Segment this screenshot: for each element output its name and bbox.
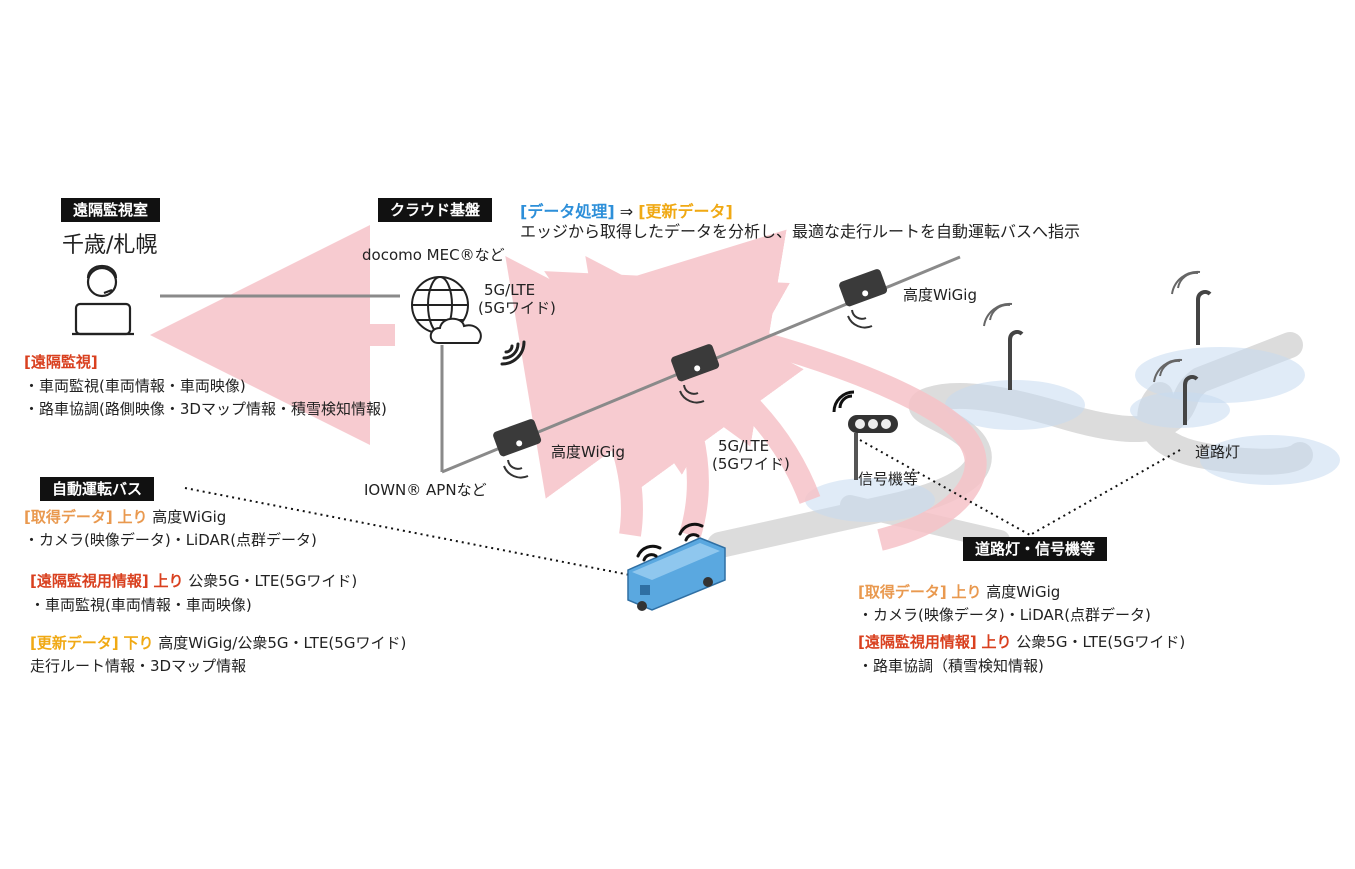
bus-upd-net: 高度WiGig/公衆5G・LTE(5Gワイド) [158, 634, 407, 652]
roadside-acq-net: 高度WiGig [986, 583, 1061, 601]
dotted-connectors [184, 439, 1181, 576]
roadside-mon-line: [遠隔監視用情報] 上り 公衆5G・LTE(5Gワイド) [858, 633, 1185, 651]
bus-upd-line: [更新データ] 下り 高度WiGig/公衆5G・LTE(5Gワイド) [30, 634, 406, 652]
wigig-label-top: 高度WiGig [903, 286, 977, 304]
bus-acq-items: ・カメラ(映像データ)・LiDAR(点群データ) [24, 531, 317, 549]
remote-room-tag: 遠隔監視室 [61, 198, 161, 222]
bus-icon [627, 537, 726, 611]
wifi-icon [636, 522, 704, 562]
operator-icon [72, 264, 134, 336]
roadside-acq-line: [取得データ] 上り 高度WiGig [858, 583, 1060, 601]
bus-acq-label: [取得データ] [24, 508, 113, 526]
wigig-label-bottom: 高度WiGig [551, 443, 625, 461]
signal-label: 信号機等 [858, 470, 919, 488]
roadside-mon-items: ・路車協調（積雪検知情報) [858, 657, 1044, 675]
bus-mon-label: [遠隔監視用情報] [30, 572, 149, 590]
roadside-tag: 道路灯・信号機等 [963, 537, 1108, 561]
roadside-mon-label: [遠隔監視用情報] [858, 633, 977, 651]
bus-acq-net: 高度WiGig [152, 508, 227, 526]
bus-upd-items: 走行ルート情報・3Dマップ情報 [30, 657, 247, 675]
bus-mon-dir: 上り [153, 572, 184, 590]
cloud-5g-line1: 5G/LTE [484, 281, 536, 299]
coverage-areas [805, 347, 1340, 522]
roadside-mon-dir: 上り [981, 633, 1012, 651]
antenna-icon [500, 340, 526, 366]
street-light-icon [1008, 290, 1212, 425]
bus-mon-net: 公衆5G・LTE(5Gワイド) [188, 572, 358, 590]
roadside-acq-label: [取得データ] [858, 583, 947, 601]
cloud-description: エッジから取得したデータを分析し、最適な走行ルートを自動運転バスへ指示 [520, 222, 1081, 241]
street-light-waves [983, 270, 1201, 383]
cloud-5g-line2: (5Gワイド) [478, 299, 556, 317]
bus-acq-line: [取得データ] 上り 高度WiGig [24, 508, 226, 526]
remote-room-location: 千歳/札幌 [62, 233, 158, 258]
remote-monitor-item-1: ・車両監視(車両情報・車両映像) [24, 377, 246, 395]
wigig-device-icon [493, 269, 888, 457]
cloud-tag: クラウド基盤 [378, 198, 493, 222]
update-label: [更新データ] [638, 202, 733, 221]
cloud-process-line: [データ処理] ⇒ [更新データ] [520, 202, 733, 221]
process-arrow: ⇒ [619, 202, 634, 221]
cloud-platform-label: docomo MEC®など [362, 246, 505, 264]
bus-upd-label: [更新データ] [30, 634, 119, 652]
bus-acq-dir: 上り [117, 508, 148, 526]
mid-5g-line1: 5G/LTE [718, 437, 770, 455]
cloud-icon [429, 317, 482, 344]
roadside-mon-net: 公衆5G・LTE(5Gワイド) [1016, 633, 1186, 651]
process-label: [データ処理] [520, 202, 615, 221]
road-light-label: 道路灯 [1195, 443, 1241, 461]
bus-tag: 自動運転バス [40, 477, 155, 501]
bus-mon-line: [遠隔監視用情報] 上り 公衆5G・LTE(5Gワイド) [30, 572, 357, 590]
bus-upd-dir: 下り [123, 634, 154, 652]
mid-5g-line2: (5Gワイド) [712, 455, 790, 473]
remote-monitor-heading: [遠隔監視] [24, 353, 98, 371]
roadside-acq-items: ・カメラ(映像データ)・LiDAR(点群データ) [858, 606, 1151, 624]
wigig-waves [503, 309, 873, 479]
iown-label: IOWN® APNなど [364, 481, 487, 499]
roadside-acq-dir: 上り [951, 583, 982, 601]
bus-mon-items: ・車両監視(車両情報・車両映像) [30, 596, 252, 614]
traffic-signal-icon [832, 390, 898, 480]
remote-monitor-item-2: ・路車協調(路側映像・3Dマップ情報・積雪検知情報) [24, 400, 387, 418]
data-flow-arrows [150, 225, 987, 551]
